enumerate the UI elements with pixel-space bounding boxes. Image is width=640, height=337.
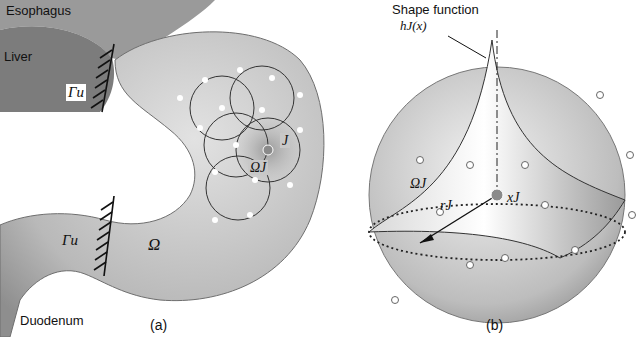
boundary-label: Γu [66, 84, 86, 101]
shape-function-panel [369, 30, 636, 323]
node-label: xJ [507, 190, 519, 205]
domain-label: ΩJ [410, 176, 426, 191]
stomach-panel [0, 0, 324, 337]
function-label: hJ(x) [400, 19, 427, 33]
domain-label: ΩJ [248, 160, 268, 175]
radius-label: rJ [440, 198, 452, 213]
organ-label: Esophagus [6, 4, 71, 18]
organ-label: Liver [4, 50, 32, 64]
node-label: J [280, 133, 290, 148]
influence-domain [236, 118, 300, 182]
domain-label: Ω [148, 236, 160, 255]
organ-label: Duodenum [20, 314, 84, 328]
annotation-label: Shape function [392, 3, 479, 17]
panel-label: (a) [150, 318, 167, 333]
stomach-shape [0, 32, 324, 337]
boundary-label: Γu [62, 232, 78, 249]
panel-label: (b) [486, 318, 503, 333]
liver-shape [0, 26, 114, 112]
